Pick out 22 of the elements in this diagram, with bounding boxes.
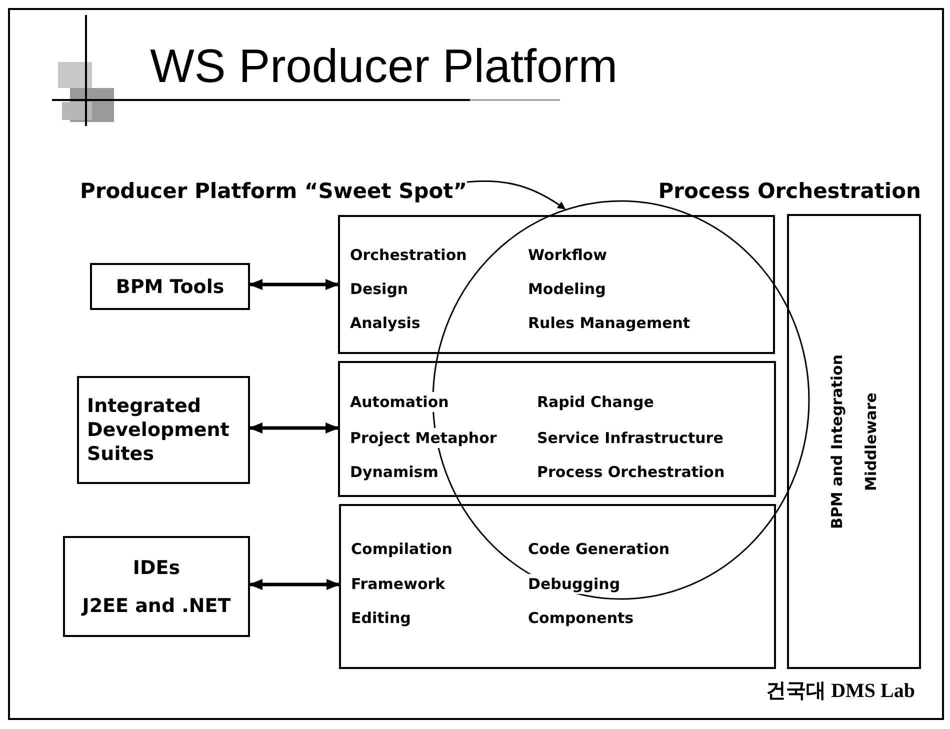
box-label: Integrated Development Suites bbox=[87, 394, 230, 466]
heading-text: Producer Platform “Sweet Spot” bbox=[80, 178, 468, 204]
feature-label: Project Metaphor bbox=[350, 428, 497, 448]
arrow bbox=[466, 180, 566, 210]
tool-box bbox=[90, 263, 250, 310]
box-label: BPM Tools bbox=[116, 274, 224, 298]
tool-box bbox=[63, 536, 250, 637]
tool-box bbox=[77, 376, 250, 484]
heading-text: Process Orchestration bbox=[658, 178, 921, 204]
slide-title: WS Producer Platform bbox=[150, 38, 618, 94]
feature-label: Automation bbox=[350, 392, 449, 412]
footer-text: 건국대 DMS Lab bbox=[766, 679, 915, 704]
feature-box bbox=[338, 215, 775, 354]
box-label: IDEs bbox=[132, 556, 180, 580]
box-label: J2EE and .NET bbox=[82, 594, 231, 618]
arrow bbox=[248, 422, 340, 434]
feature-box bbox=[339, 504, 776, 669]
box-label: BPM and Integration Middleware bbox=[827, 353, 881, 531]
arrow bbox=[248, 578, 340, 590]
feature-label: Debugging bbox=[528, 574, 620, 594]
feature-box bbox=[338, 361, 776, 497]
arrow bbox=[248, 278, 340, 290]
